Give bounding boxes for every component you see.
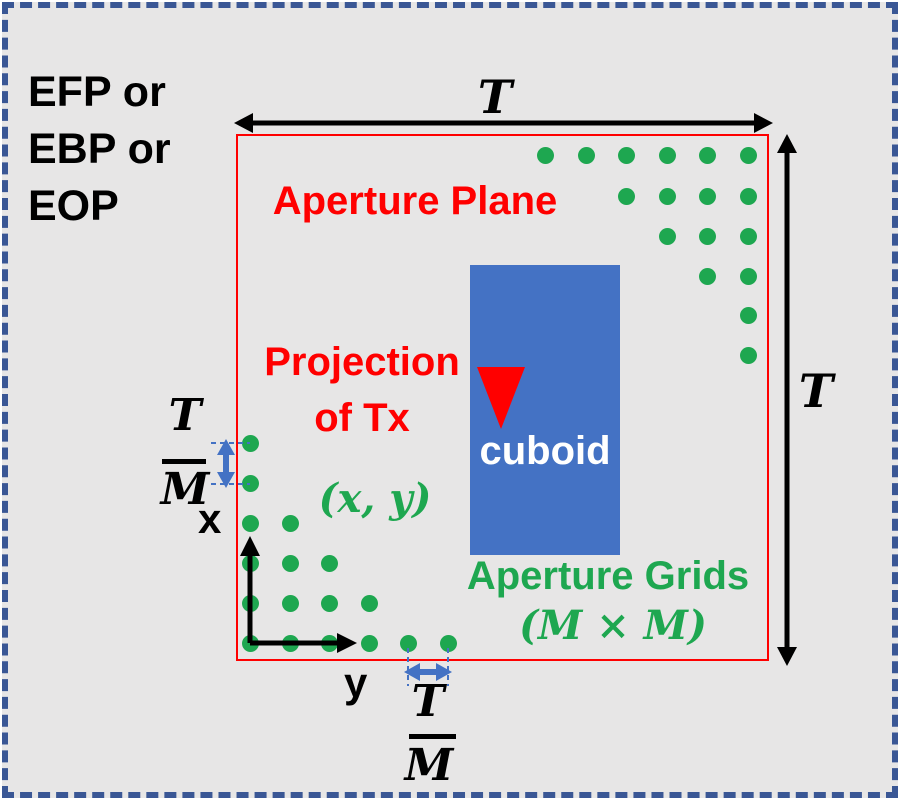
projection-label: Projection of Tx: [237, 334, 487, 446]
aperture-grid-dot: [360, 634, 378, 652]
cuboid-label: cuboid: [479, 429, 611, 473]
right-height-label: T: [798, 364, 834, 418]
aperture-grid-dot: [698, 227, 716, 245]
aperture-grid-dot: [241, 634, 259, 652]
corner-label-line-3: EOP: [28, 182, 119, 230]
aperture-grid-dot: [360, 594, 378, 612]
aperture-grid-dot: [281, 634, 299, 652]
aperture-grid-dot: [241, 594, 259, 612]
aperture-grid-dot: [281, 554, 299, 572]
x-axis-label: x: [198, 495, 222, 542]
aperture-grid-dot: [739, 306, 757, 324]
aperture-grid-dot: [698, 187, 716, 205]
aperture-grids-label: Aperture Grids: [466, 554, 750, 598]
aperture-grid-dot: [658, 227, 676, 245]
aperture-grid-dot: [739, 227, 757, 245]
aperture-grid-dot: [577, 146, 595, 164]
grid-point-coords-label: (x, y): [318, 475, 432, 522]
aperture-grid-dot: [617, 146, 635, 164]
aperture-grid-dot: [241, 514, 259, 532]
aperture-grid-dot: [698, 146, 716, 164]
projection-label-line-1: Projection: [264, 340, 460, 384]
aperture-grid-dot: [536, 146, 554, 164]
aperture-plane-label: Aperture Plane: [272, 179, 558, 223]
aperture-grid-dot: [320, 554, 338, 572]
aperture-grid-dot: [739, 267, 757, 285]
aperture-grid-dot: [739, 187, 757, 205]
aperture-grid-dot: [399, 634, 417, 652]
bottom-spacing-fraction-bar: [409, 734, 456, 739]
aperture-grid-dot: [658, 146, 676, 164]
aperture-grid-dot: [241, 474, 259, 492]
aperture-grid-dot: [439, 634, 457, 652]
aperture-grid-dot: [658, 187, 676, 205]
aperture-grid-dot: [320, 634, 338, 652]
aperture-grid-dot: [241, 554, 259, 572]
aperture-grid-dot: [281, 514, 299, 532]
left-spacing-denominator: M: [160, 464, 210, 515]
bottom-spacing-numerator: T: [411, 676, 445, 727]
corner-label: EFP or EBP or EOP: [28, 64, 248, 235]
aperture-grid-dot: [281, 594, 299, 612]
tx-down-triangle-icon: [477, 367, 525, 429]
corner-label-line-2: EBP or: [28, 125, 171, 173]
left-spacing-fraction-bar: [162, 459, 206, 464]
aperture-grid-dot: [617, 187, 635, 205]
aperture-grid-dot: [320, 594, 338, 612]
aperture-plane-rect: [236, 134, 769, 661]
aperture-grid-dot: [739, 346, 757, 364]
left-spacing-numerator: T: [168, 390, 202, 441]
projection-label-line-2: of Tx: [314, 396, 410, 440]
aperture-grid-dot: [241, 434, 259, 452]
bottom-spacing-denominator: M: [404, 740, 454, 791]
corner-label-line-1: EFP or: [28, 68, 166, 116]
cuboid-projection-rect: cuboid: [470, 265, 620, 555]
top-width-label: T: [477, 70, 513, 124]
aperture-grid-dot: [739, 146, 757, 164]
aperture-grids-size-label: (M × M): [519, 602, 707, 649]
aperture-grid-dot: [698, 267, 716, 285]
y-axis-label: y: [344, 659, 368, 706]
